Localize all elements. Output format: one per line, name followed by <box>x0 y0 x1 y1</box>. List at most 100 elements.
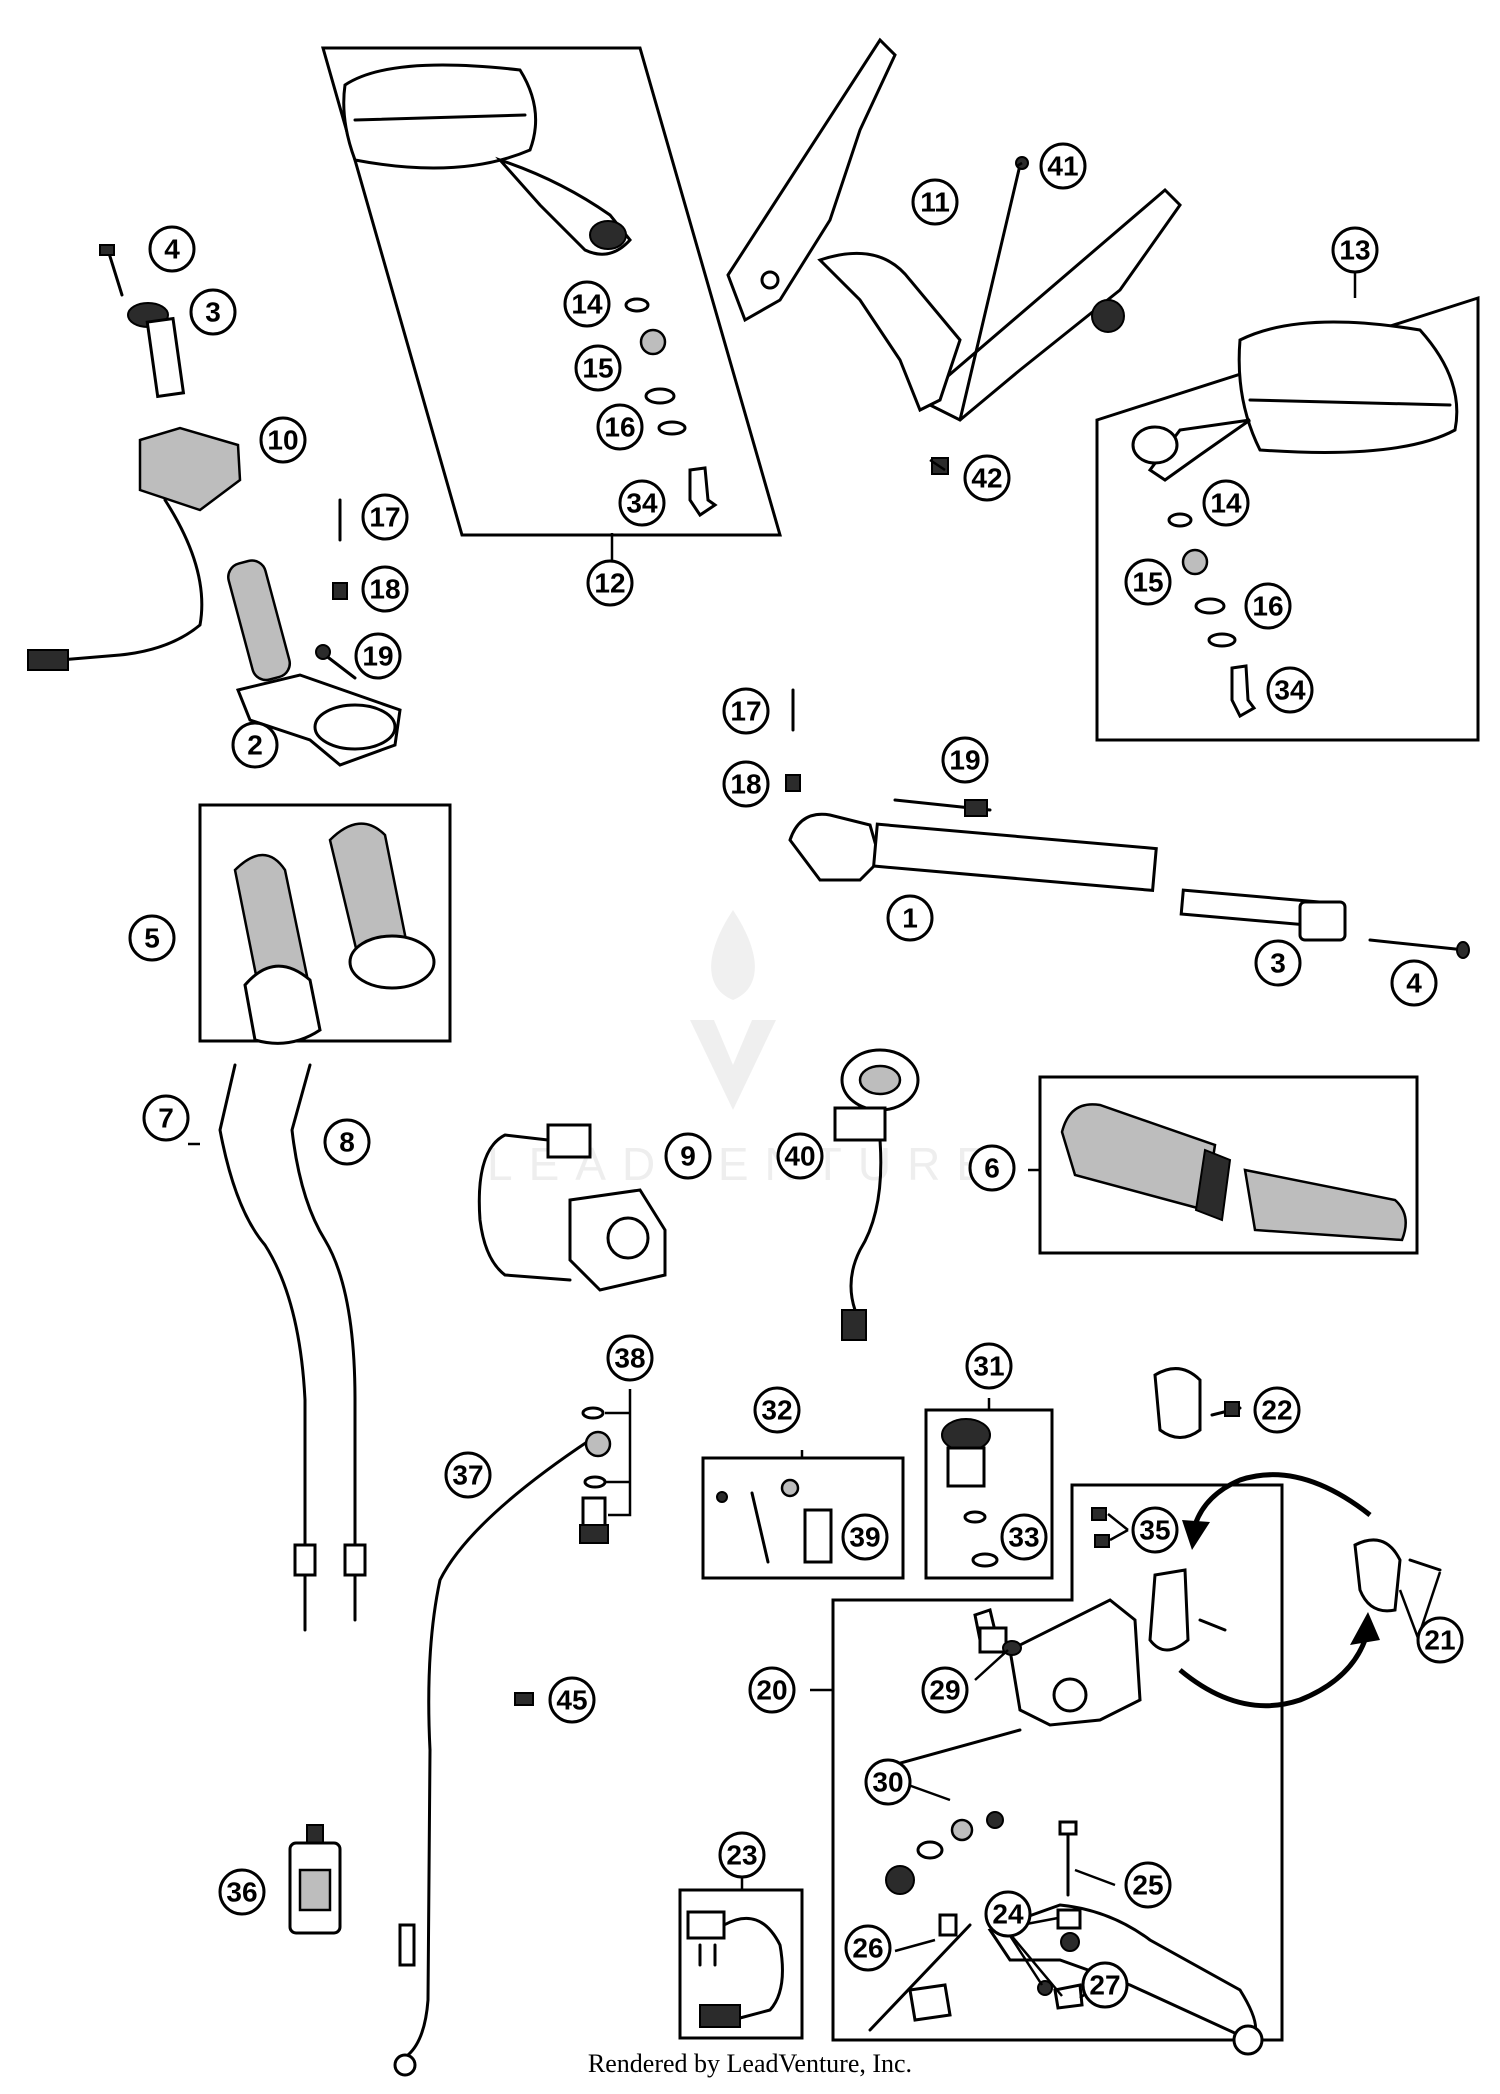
rotation-arrows <box>1178 1472 1380 1709</box>
callout-number: 14 <box>571 289 603 320</box>
callout-41: 41 <box>1039 142 1087 190</box>
grips-6 <box>1060 1103 1407 1242</box>
callout-number: 18 <box>369 574 400 605</box>
callout-number: 21 <box>1424 1625 1455 1656</box>
callout-number: 3 <box>1270 948 1286 979</box>
bleeder-45 <box>514 1692 534 1706</box>
callout-number: 7 <box>158 1103 174 1134</box>
clutch-hose-37 <box>393 1430 612 2077</box>
callout-27: 27 <box>1081 1961 1129 2009</box>
callout-circle <box>921 1666 969 1714</box>
callout-number: 15 <box>582 353 613 384</box>
callout-circle <box>722 687 770 735</box>
cable-7 <box>218 1063 317 1632</box>
callout-15b: 15 <box>1124 558 1172 606</box>
callout-number: 19 <box>362 641 393 672</box>
kit-32-parts <box>716 1478 833 1564</box>
switch-10 <box>27 426 242 671</box>
callout-2: 2 <box>231 721 279 769</box>
callout-15a: 15 <box>574 344 622 392</box>
callout-circle <box>864 1758 912 1806</box>
callout-circle <box>586 559 634 607</box>
callout-circle <box>444 1451 492 1499</box>
callout-circle <box>963 454 1011 502</box>
callout-number: 6 <box>984 1153 1000 1184</box>
callout-circle <box>1081 1961 1129 2009</box>
callout-number: 16 <box>604 412 635 443</box>
callout-30: 30 <box>864 1758 912 1806</box>
grips-right-box <box>1038 1075 1419 1255</box>
callout-circle <box>841 1513 889 1561</box>
watermark: LEADVENTURE <box>487 910 987 1190</box>
callout-33: 33 <box>1000 1513 1048 1561</box>
callout-circle <box>776 1132 824 1180</box>
callout-17b: 17 <box>722 687 770 735</box>
callout-number: 31 <box>973 1351 1004 1382</box>
callout-16b: 16 <box>1244 582 1292 630</box>
callout-number: 20 <box>756 1675 787 1706</box>
callout-circle <box>1266 666 1314 714</box>
callout-circle <box>911 178 959 226</box>
bar-end-3-left <box>127 302 186 399</box>
callout-number: 23 <box>726 1840 757 1871</box>
callout-19b: 19 <box>941 736 989 784</box>
callout-circle <box>548 1676 596 1724</box>
callout-18b: 18 <box>722 760 770 808</box>
callout-38: 38 <box>606 1334 654 1382</box>
switch-40 <box>833 1048 920 1341</box>
callout-number: 38 <box>614 1343 645 1374</box>
callout-3b: 3 <box>1254 939 1302 987</box>
callout-25: 25 <box>1124 1861 1172 1909</box>
clamp-22 <box>1153 1367 1242 1439</box>
callout-11: 11 <box>911 178 959 226</box>
callout-6: 6 <box>968 1144 1016 1192</box>
callout-4b: 4 <box>1390 959 1438 1007</box>
bolt-4-right <box>1368 938 1470 959</box>
footer-credit: Rendered by LeadVenture, Inc. <box>588 2049 912 2078</box>
callout-16a: 16 <box>596 403 644 451</box>
screws-35 <box>1091 1507 1110 1548</box>
callout-number: 45 <box>556 1685 587 1716</box>
callout-number: 9 <box>680 1141 696 1172</box>
callout-circle <box>1416 1616 1464 1664</box>
callout-circle <box>128 914 176 962</box>
callout-21: 21 <box>1416 1616 1464 1664</box>
callout-35: 35 <box>1131 1506 1179 1554</box>
grips-left-box <box>198 803 452 1043</box>
bar-end-3-right <box>1179 888 1347 942</box>
callout-circle <box>718 1831 766 1879</box>
callout-circle <box>218 1868 266 1916</box>
callout-23: 23 <box>718 1831 766 1879</box>
callout-number: 16 <box>1252 591 1283 622</box>
callout-number: 4 <box>164 234 180 265</box>
callout-4a: 4 <box>148 225 196 273</box>
callout-number: 42 <box>971 463 1002 494</box>
callout-42: 42 <box>963 454 1011 502</box>
mirror-right-hardware <box>1167 512 1257 719</box>
callout-circle <box>1124 558 1172 606</box>
callout-9: 9 <box>664 1132 712 1180</box>
callout-7: 7 <box>142 1094 190 1142</box>
callout-5: 5 <box>128 914 176 962</box>
callout-32: 32 <box>753 1386 801 1434</box>
mirror-left <box>342 63 632 256</box>
callout-number: 34 <box>1274 675 1306 706</box>
bolt-4-left <box>99 244 124 297</box>
callout-circle <box>361 493 409 541</box>
callout-number: 34 <box>626 488 658 519</box>
callout-number: 39 <box>849 1522 880 1553</box>
callout-circle <box>1254 939 1302 987</box>
switch-9 <box>477 1123 667 1292</box>
callout-34a: 34 <box>618 479 666 527</box>
kit-31-parts <box>941 1418 999 1568</box>
callout-20: 20 <box>748 1666 796 1714</box>
callout-circle <box>1039 142 1087 190</box>
callout-circle <box>231 721 279 769</box>
leader-lines <box>188 161 1442 1999</box>
callout-circle <box>354 632 402 680</box>
callout-circle <box>968 1144 1016 1192</box>
lever-pin-25 <box>1058 1820 1078 1897</box>
callout-number: 18 <box>730 769 761 800</box>
switch-26 <box>868 1913 972 2032</box>
